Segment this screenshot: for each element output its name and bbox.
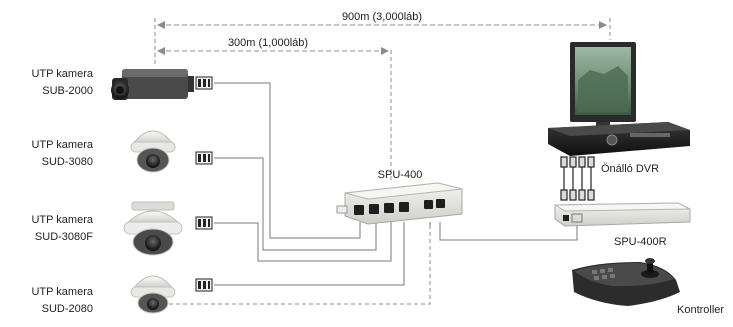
dome-camera-icon xyxy=(124,202,182,255)
dimension-lines xyxy=(155,18,610,182)
camera-type-label: UTP kamera xyxy=(31,139,93,151)
box-camera-icon xyxy=(111,69,194,100)
dvr-icon xyxy=(548,122,690,156)
camera-model-label: SUD-3080F xyxy=(35,231,93,243)
camera-type-label: UTP kamera xyxy=(31,214,93,226)
camera-label-3: UTP kamera SUD-3080F xyxy=(31,214,93,243)
distance-label-900m: 900m (3,000láb) xyxy=(342,11,422,23)
spu-400-hub-icon xyxy=(337,183,462,224)
distance-label-300m: 300m (1,000láb) xyxy=(228,37,308,49)
controller-label: Kontroller xyxy=(677,304,724,316)
camera-label-2: UTP kamera SUD-3080 xyxy=(31,139,93,168)
monitor-icon xyxy=(570,42,636,128)
receiver-label: SPU-400R xyxy=(614,236,667,248)
camera-model-label: SUB-2000 xyxy=(42,85,93,97)
camera-label-1: UTP kamera SUB-2000 xyxy=(31,68,93,97)
utp-connectors xyxy=(196,77,212,291)
camera-type-label: UTP kamera xyxy=(31,68,93,80)
spu-400r-icon xyxy=(555,203,690,226)
hub-label: SPU-400 xyxy=(378,169,423,181)
controller-icon xyxy=(572,258,680,306)
dome-camera-icon xyxy=(131,131,175,172)
bnc-cables xyxy=(561,157,594,200)
camera-label-4: UTP kamera SUD-2080 xyxy=(31,286,93,315)
camera-cables xyxy=(214,83,577,285)
dvr-label: Önálló DVR xyxy=(601,163,659,175)
camera-model-label: SUD-2080 xyxy=(42,303,93,315)
camera-model-label: SUD-3080 xyxy=(42,156,93,168)
dome-camera-icon xyxy=(131,276,175,313)
camera-type-label: UTP kamera xyxy=(31,286,93,298)
